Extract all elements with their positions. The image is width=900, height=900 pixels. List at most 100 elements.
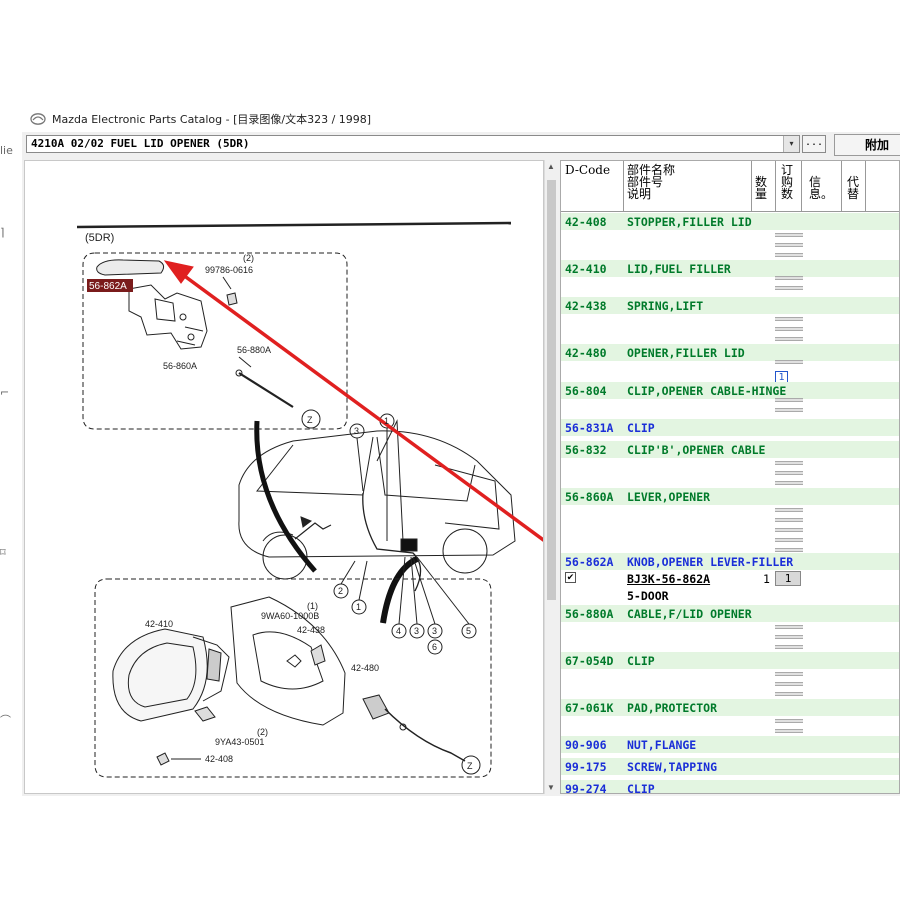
diagram-screw-qty-label: (2) [243, 253, 254, 263]
diagram-knob-label: 56-862A [89, 281, 127, 292]
diagram-callout: 2 [338, 586, 343, 596]
diagram-stopper-label: 42-408 [205, 754, 233, 764]
order-field-placeholder[interactable] [775, 398, 803, 418]
order-field-placeholder[interactable] [775, 233, 803, 263]
add-button[interactable]: 附加 [834, 134, 900, 156]
row-dcode: 56-832 [565, 443, 607, 457]
diagram-callout: 3 [414, 626, 419, 636]
order-qty-input[interactable]: 1 [775, 571, 801, 586]
diagram-opener-label: 42-480 [351, 663, 379, 673]
selected-order-cell[interactable]: 1 [775, 371, 788, 385]
row-name: STOPPER,FILLER LID [627, 215, 752, 229]
background-text: ⌉ [0, 226, 5, 239]
row-name: OPENER,FILLER LID [627, 346, 745, 360]
diagram-clip-qty-label: (2) [257, 727, 268, 737]
row-dcode: 56-860A [565, 490, 614, 504]
chevron-down-icon[interactable]: ▾ [783, 136, 799, 152]
diagram-callout: 6 [432, 642, 437, 652]
row-dcode: 90-906 [565, 738, 607, 752]
row-name: CLIP'B',OPENER CABLE [627, 443, 766, 457]
row-dcode: 56-880A [565, 607, 614, 621]
row-dcode: 67-061K [565, 701, 614, 715]
title-bar[interactable]: Mazda Electronic Parts Catalog - [目录图像/文… [22, 106, 900, 132]
row-name: SCREW,TAPPING [627, 760, 718, 774]
diagram-ref-z-top: Z [307, 415, 313, 425]
diagram-callout: 1 [384, 416, 389, 426]
diagram-screw-label: 99786-0616 [205, 265, 253, 275]
app-window: Mazda Electronic Parts Catalog - [目录图像/文… [22, 106, 900, 796]
row-dcode: 67-054D [565, 654, 614, 668]
part-note: 5-DOOR [627, 589, 669, 603]
scroll-thumb[interactable] [547, 180, 556, 600]
row-name: CABLE,F/LID OPENER [627, 607, 752, 621]
row-dcode: 56-862A [565, 555, 614, 569]
order-field-placeholder[interactable] [775, 508, 803, 558]
diagram-ref-z-bottom: Z [467, 761, 473, 771]
diagram-callout: 1 [356, 602, 361, 612]
header-dcode[interactable]: D-Code [565, 163, 611, 177]
diagram-canvas: (5DR) 56-862A (2) 99786-0616 56-860A 56-… [76, 221, 555, 778]
order-field-placeholder[interactable] [775, 719, 803, 739]
diagram-cable-label: 56-880A [237, 345, 271, 355]
list-header: D-Code 部件名称 部件号 说明 数 量 订 购 数 信 息。 [561, 161, 899, 212]
diagram-clip-label: 9YA43-0501 [215, 737, 264, 747]
row-name: LEVER,OPENER [627, 490, 711, 504]
toolbar: 4210A 02/02 FUEL LID OPENER (5DR) ▾ ... … [22, 132, 900, 158]
diagram-spring-label: 42-438 [297, 625, 325, 635]
order-field-placeholder[interactable] [775, 360, 803, 370]
row-dcode: 42-480 [565, 346, 607, 360]
row-dcode: 42-408 [565, 215, 607, 229]
row-name: CLIP [627, 654, 655, 668]
window-title: Mazda Electronic Parts Catalog - [目录图像/文… [52, 113, 372, 126]
row-name: CLIP [627, 782, 655, 794]
diagram-callout: 3 [432, 626, 437, 636]
row-name: PAD,PROTECTOR [627, 701, 718, 715]
app-icon [30, 113, 46, 125]
diagram-lever-label: 56-860A [163, 361, 197, 371]
header-name[interactable]: 部件名称 部件号 说明 [627, 163, 676, 201]
figure-select[interactable]: 4210A 02/02 FUEL LID OPENER (5DR) ▾ [26, 135, 800, 153]
row-dcode: 56-831A [565, 421, 614, 435]
row-dcode: 42-438 [565, 299, 607, 313]
order-field-placeholder[interactable] [775, 672, 803, 702]
row-name: CLIP [627, 421, 655, 435]
diagram-nut-qty-label: (1) [307, 601, 318, 611]
row-name: KNOB,OPENER LEVER-FILLER [627, 555, 794, 569]
select-checkbox[interactable]: ✔ [565, 572, 576, 583]
row-name: NUT,FLANGE [627, 738, 697, 752]
diagram-nut-label: 9WA60-1000B [261, 611, 319, 621]
row-dcode: 99-175 [565, 760, 607, 774]
diagram-callout: 5 [466, 626, 471, 636]
scroll-down-icon[interactable]: ▼ [547, 783, 555, 792]
row-dcode: 99-274 [565, 782, 607, 794]
diagram-callout: 4 [396, 626, 401, 636]
browse-button[interactable]: ... [802, 135, 826, 153]
background-text: ⌑ [0, 546, 6, 559]
row-dcode: 56-804 [565, 384, 607, 398]
row-name: LID,FUEL FILLER [627, 262, 731, 276]
diagram-callout: 3 [354, 426, 359, 436]
scroll-up-icon[interactable]: ▲ [547, 162, 555, 171]
part-qty: 1 [763, 572, 770, 586]
parts-diagram[interactable]: (5DR) 56-862A (2) 99786-0616 56-860A 56-… [24, 160, 555, 794]
background-text: ⌐ [0, 386, 10, 399]
diagram-scrollbar[interactable]: ▲ ▼ [544, 160, 558, 794]
header-order[interactable]: 订 购 数 [781, 163, 794, 201]
row-dcode: 42-410 [565, 262, 607, 276]
diagram-variant-label: (5DR) [85, 232, 114, 244]
background-text: ⌒ [0, 714, 11, 727]
order-field-placeholder[interactable] [775, 276, 803, 296]
row-name: CLIP,OPENER CABLE-HINGE [627, 384, 787, 398]
background-text: lie [0, 144, 13, 157]
part-detail-row[interactable]: ✔ BJ3K-56-862A 1 1 5-DOOR [561, 571, 899, 606]
figure-select-value: 4210A 02/02 FUEL LID OPENER (5DR) [31, 137, 250, 150]
row-name: SPRING,LIFT [627, 299, 704, 313]
header-qty[interactable]: 数 量 [755, 175, 768, 201]
header-info[interactable]: 信 息。 [809, 175, 834, 201]
header-replace[interactable]: 代 替 [847, 175, 860, 201]
order-field-placeholder[interactable] [775, 625, 803, 655]
parts-list: D-Code 部件名称 部件号 说明 数 量 订 购 数 信 息。 [560, 160, 900, 794]
diagram-lid-label: 42-410 [145, 619, 173, 629]
order-field-placeholder[interactable] [775, 461, 803, 491]
part-number[interactable]: BJ3K-56-862A [627, 572, 711, 586]
